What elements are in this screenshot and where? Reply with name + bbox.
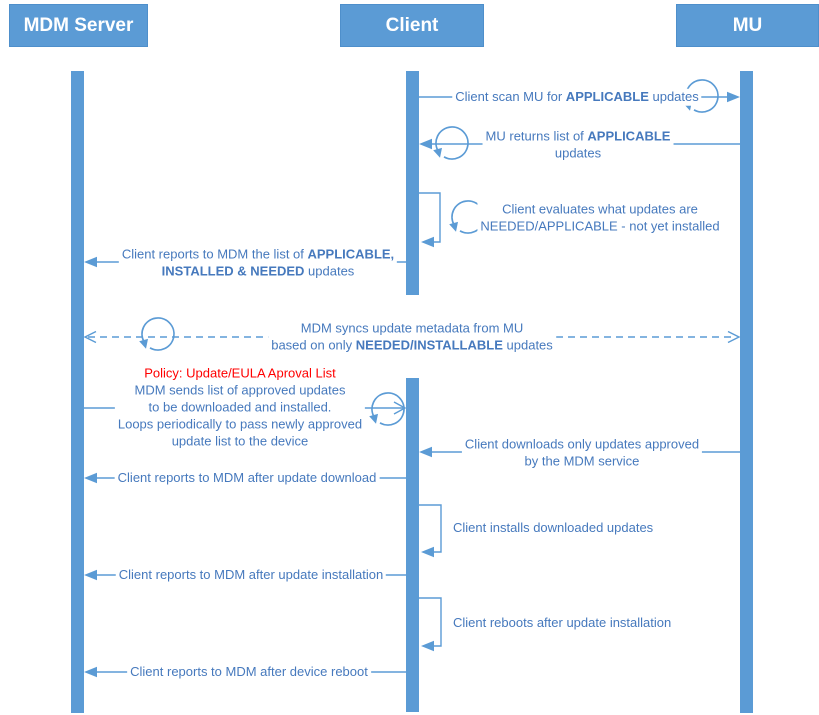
lifeline-mdm-server [71, 71, 84, 713]
message-text: Client reports to MDM after device reboo… [130, 663, 368, 679]
arrowhead-left-icon [84, 666, 97, 678]
message-text: Client reports to MDM after update insta… [118, 566, 384, 582]
message-text: Client reports to MDM after update downl… [117, 469, 377, 485]
message-label-report-download: Client reports to MDM after update downl… [114, 469, 380, 487]
message-text: Client installs downloaded updates [453, 519, 654, 535]
actor-label-client: Client [385, 14, 439, 36]
loop-icon-returns [432, 126, 469, 160]
message-line4: update list to the device [171, 433, 309, 449]
message-text: based on only [271, 337, 356, 352]
lifeline-client-lower [406, 378, 419, 712]
arrowhead-left-icon [421, 546, 434, 558]
arrowhead-left-icon [421, 236, 434, 248]
message-line3: Loops periodically to pass newly approve… [117, 416, 363, 432]
arrow-evaluate-self [419, 192, 441, 248]
message-label-reboot: Client reboots after update installation [450, 614, 675, 632]
message-label-returns: MU returns list of APPLICABLE updates [482, 128, 674, 162]
message-label-install: Client installs downloaded updates [450, 519, 657, 537]
arrowhead-left-icon [84, 569, 97, 581]
loop-icon-sync [138, 317, 175, 351]
message-text: updates [502, 337, 553, 352]
message-text: updates [648, 88, 699, 104]
message-text: Client reports to MDM the list of [121, 246, 308, 262]
arrowhead-open-left-icon [83, 330, 97, 344]
message-label-report-reboot: Client reports to MDM after device reboo… [127, 663, 371, 681]
lifeline-client-upper [406, 71, 419, 295]
loop-icon-policy [368, 392, 405, 426]
arrowhead-open-right-icon [393, 401, 407, 415]
message-label-policy: Policy: Update/EULA Aproval List MDM sen… [114, 364, 366, 450]
arrow-install-self [419, 504, 442, 558]
message-line2: to be downloaded and installed. [148, 399, 332, 415]
arrowhead-left-icon [419, 138, 432, 150]
message-line1: Client reports to MDM the list of APPLIC… [122, 247, 394, 264]
message-text: MU returns list of [485, 128, 588, 144]
message-line1: MDM syncs update metadata from MU [300, 320, 524, 336]
message-text-bold: APPLICABLE [565, 88, 649, 104]
message-label-sync: MDM syncs update metadata from MU based … [268, 320, 556, 354]
message-label-report-install: Client reports to MDM after update insta… [115, 566, 387, 584]
message-line1: Client downloads only updates approved [464, 436, 700, 452]
arrowhead-left-icon [421, 640, 434, 652]
message-line1: MDM sends list of approved updates [134, 382, 346, 398]
message-text-bold: APPLICABLE, [307, 246, 395, 262]
lifeline-mu [740, 71, 753, 713]
arrow-reboot-self [419, 597, 442, 652]
arrowhead-left-icon [84, 256, 97, 268]
message-line2: NEEDED/APPLICABLE - not yet installed [480, 218, 720, 233]
actor-label-mu: MU [732, 14, 763, 36]
message-text: updates [304, 263, 355, 278]
policy-title: Policy: Update/EULA Aproval List [144, 365, 336, 381]
message-line2: updates [554, 145, 602, 160]
message-line2: INSTALLED & NEEDED updates [122, 263, 394, 280]
message-line1: Client evaluates what updates are [502, 201, 698, 217]
message-text-bold: INSTALLED & NEEDED [161, 263, 305, 278]
arrowhead-right-icon [727, 91, 740, 103]
actor-box-client: Client [340, 4, 484, 47]
message-line2: based on only NEEDED/INSTALLABLE updates [271, 337, 553, 354]
actor-box-mu: MU [676, 4, 819, 47]
message-label-download: Client downloads only updates approved b… [461, 436, 703, 470]
message-text: Client reboots after update installation [453, 614, 672, 630]
arrowhead-left-icon [419, 446, 432, 458]
arrowhead-left-icon [84, 472, 97, 484]
actor-box-mdm-server: MDM Server [9, 4, 148, 47]
arrowhead-open-right-icon [727, 330, 741, 344]
actor-label-mdm-server: MDM Server [23, 14, 134, 36]
message-label-evaluate: Client evaluates what updates are NEEDED… [477, 201, 723, 235]
message-label-scan: Client scan MU for APPLICABLE updates [452, 88, 702, 106]
message-text: Client scan MU for [455, 88, 566, 104]
message-line2: by the MDM service [524, 453, 640, 468]
message-text-bold: APPLICABLE [587, 128, 671, 144]
message-text-bold: NEEDED/INSTALLABLE [355, 337, 503, 352]
message-label-report-list: Client reports to MDM the list of APPLIC… [118, 246, 398, 280]
message-line1: MU returns list of APPLICABLE [486, 129, 671, 146]
